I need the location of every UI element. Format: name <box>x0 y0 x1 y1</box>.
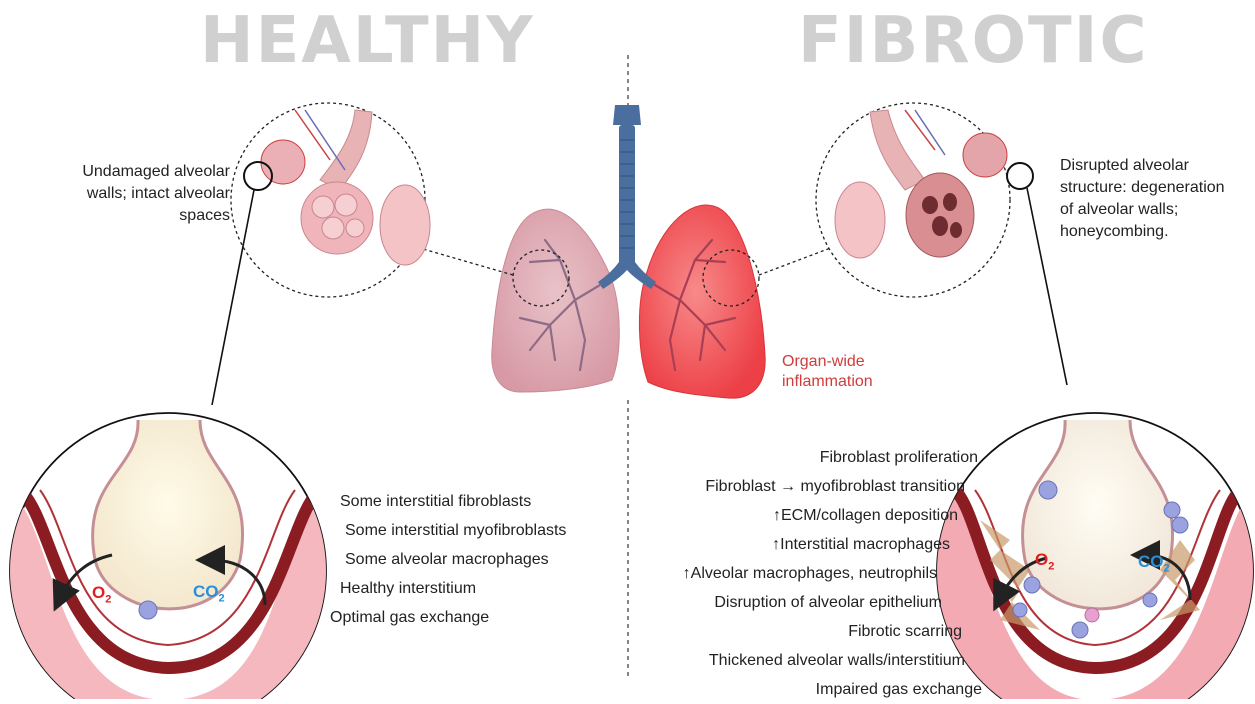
inflammation-note: Organ-wide inflammation <box>782 352 873 392</box>
healthy-feature-list: Some interstitial fibroblasts Some inter… <box>324 487 566 632</box>
fibrotic-feature: Impaired gas exchange <box>683 675 982 704</box>
fibrotic-feature: Thickened alveolar walls/interstitium <box>683 646 965 675</box>
healthy-feature: Healthy interstitium <box>340 574 566 603</box>
fibrotic-feature: ↑ECM/collagen deposition <box>683 501 958 530</box>
oxygen-subscript: 2 <box>1048 560 1054 572</box>
fibrotic-description: Disrupted alveolar structure: degenerati… <box>1060 155 1250 243</box>
inflammation-note-line: inflammation <box>782 372 873 392</box>
oxygen-subscript: 2 <box>105 593 111 605</box>
healthy-title: HEALTHY <box>200 4 535 78</box>
co2-symbol: CO <box>1138 552 1164 571</box>
fibrotic-description-line: of alveolar walls; <box>1060 199 1250 221</box>
healthy-description-line: walls; intact alveolar <box>20 183 230 205</box>
healthy-feature: Some interstitial fibroblasts <box>340 487 566 516</box>
fibrotic-focus-circle <box>1007 163 1033 189</box>
fibrotic-feature: Disruption of alveolar epithelium <box>683 588 942 617</box>
healthy-co2-label: CO2 <box>193 582 225 604</box>
healthy-alveolus-cross-section <box>0 413 340 699</box>
healthy-feature: Some alveolar macrophages <box>345 545 566 574</box>
healthy-feature: Some interstitial myofibroblasts <box>345 516 566 545</box>
healthy-lung <box>492 209 620 392</box>
fibrotic-oxygen-label: O2 <box>1035 550 1054 572</box>
fibrotic-feature: ↑Interstitial macrophages <box>683 530 950 559</box>
fibrotic-alveolus-cross-section <box>930 413 1255 699</box>
healthy-description-line: spaces <box>20 205 230 227</box>
fibrotic-title: FIBROTIC <box>798 4 1148 78</box>
fibrotic-feature: Fibrotic scarring <box>683 617 962 646</box>
co2-subscript: 2 <box>1164 562 1170 574</box>
fibrotic-feature: Fibroblast proliferation <box>683 443 978 472</box>
inflammation-note-line: Organ-wide <box>782 352 873 372</box>
fibrotic-feature-list: Fibroblast proliferation Fibroblast → my… <box>683 443 950 704</box>
trachea <box>598 105 656 289</box>
fibrotic-description-line: structure: degeneration <box>1060 177 1250 199</box>
fibrotic-co2-label: CO2 <box>1138 552 1170 574</box>
fibrotic-lung <box>639 205 765 398</box>
healthy-oxygen-label: O2 <box>92 583 111 605</box>
healthy-alveoli-view <box>212 103 430 405</box>
fibrotic-description-line: honeycombing. <box>1060 221 1250 243</box>
co2-symbol: CO <box>193 582 219 601</box>
healthy-feature: Optimal gas exchange <box>330 603 566 632</box>
healthy-description: Undamaged alveolar walls; intact alveola… <box>20 161 230 227</box>
co2-subscript: 2 <box>219 592 225 604</box>
oxygen-symbol: O <box>92 583 105 602</box>
fibrotic-alveoli-view <box>816 103 1067 385</box>
fibrotic-description-line: Disrupted alveolar <box>1060 155 1250 177</box>
fibrotic-feature: ↑Alveolar macrophages, neutrophils <box>683 559 937 588</box>
healthy-description-line: Undamaged alveolar <box>20 161 230 183</box>
oxygen-symbol: O <box>1035 550 1048 569</box>
fibrotic-feature: Fibroblast → myofibroblast transition <box>683 472 965 501</box>
